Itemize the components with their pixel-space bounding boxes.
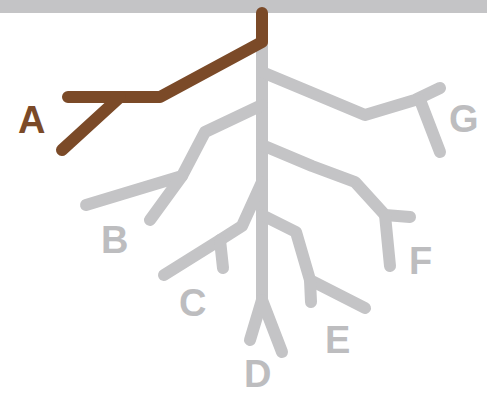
root-label: C: [179, 284, 206, 322]
ground-line: [0, 0, 487, 13]
root-label: F: [409, 242, 432, 280]
root-label: A: [18, 101, 45, 139]
brown-root: [62, 13, 262, 150]
root-label: D: [244, 355, 271, 393]
root-label: G: [449, 100, 479, 138]
root-label: B: [101, 221, 128, 259]
root-label: E: [325, 321, 350, 359]
grey-root: [86, 40, 440, 352]
